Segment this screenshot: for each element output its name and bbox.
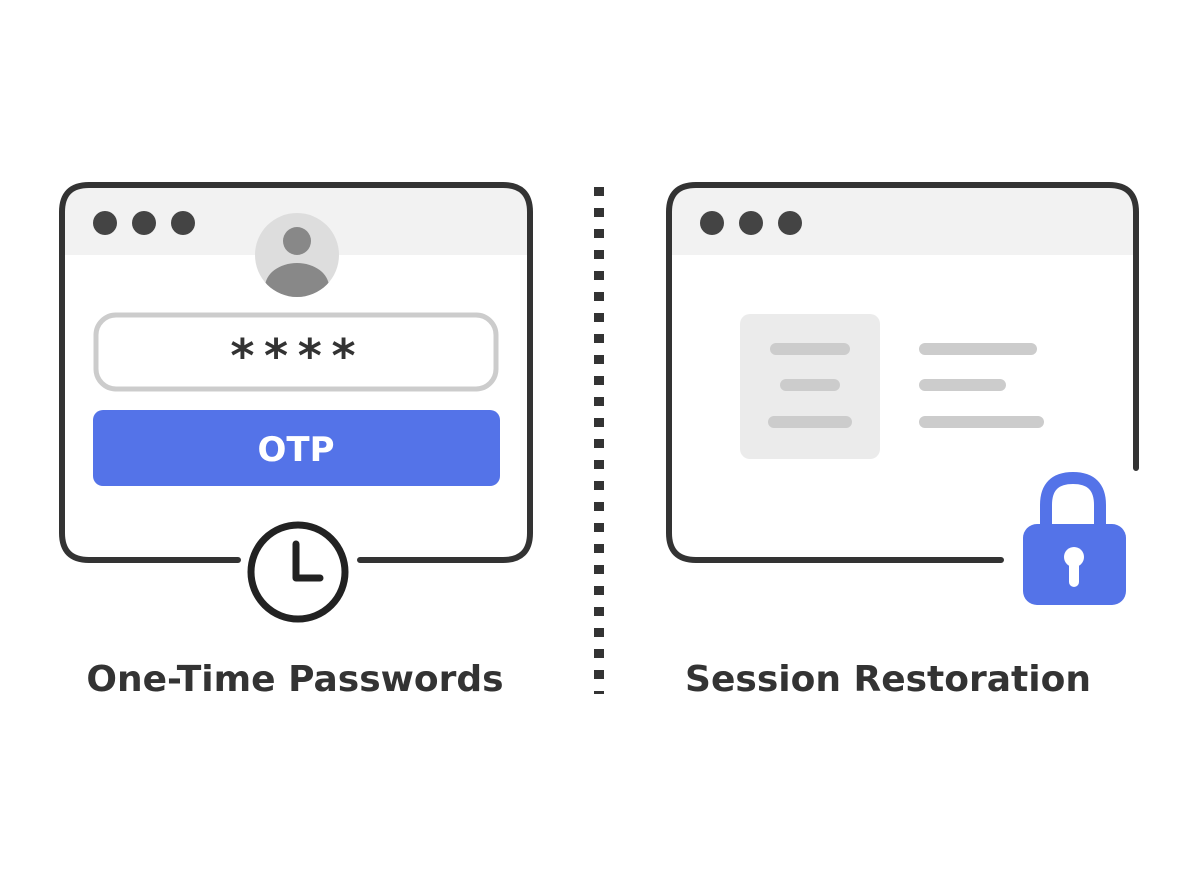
session-caption: Session Restoration	[685, 659, 1091, 700]
content-card	[740, 314, 880, 459]
user-avatar-icon	[255, 213, 339, 297]
session-window-titlebar	[669, 185, 1136, 255]
otp-window-dots-icon	[93, 211, 195, 235]
text-placeholder-lines	[919, 343, 1044, 428]
clock-icon	[247, 521, 349, 623]
otp-button[interactable]: OTP	[93, 410, 500, 486]
session-window-frame	[666, 182, 1139, 563]
password-field[interactable]	[93, 312, 499, 392]
otp-caption: One-Time Passwords	[86, 659, 503, 700]
password-mask: ****	[229, 329, 364, 383]
session-panel: Session Restoration	[666, 182, 1139, 700]
session-window-dots-icon	[700, 211, 802, 235]
padlock-icon	[1023, 471, 1126, 605]
otp-window-frame	[59, 182, 533, 563]
otp-button-label: OTP	[257, 430, 334, 470]
otp-panel: **** OTP One-Time Passwords	[59, 182, 533, 700]
